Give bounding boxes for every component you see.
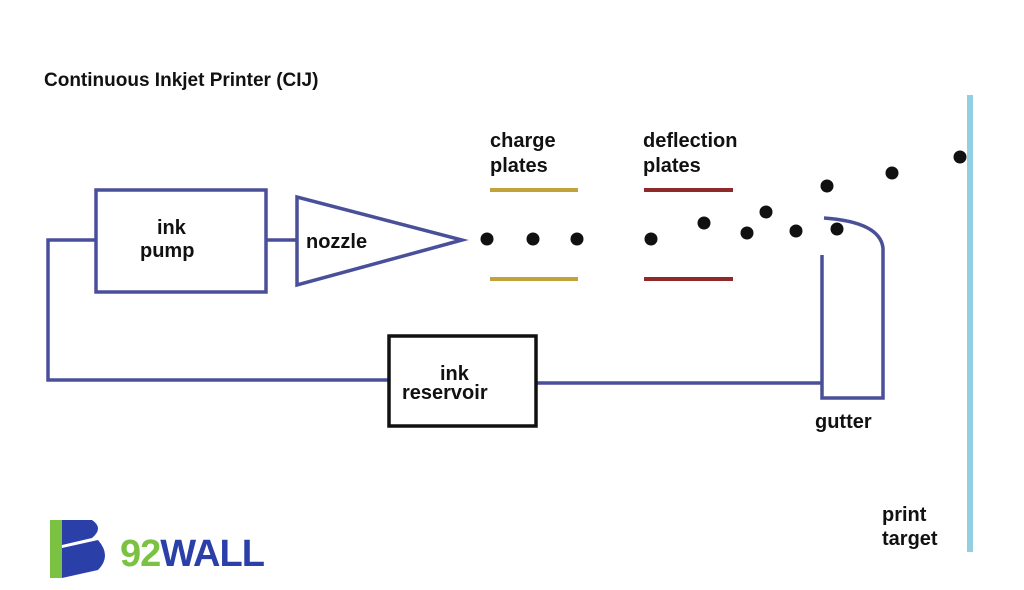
gutter-shape xyxy=(820,216,885,400)
print-target-label-2: target xyxy=(882,528,938,550)
droplet xyxy=(885,166,899,180)
logo-text: 92WALL xyxy=(120,533,265,575)
ink-reservoir-box xyxy=(387,334,538,428)
nozzle-shape xyxy=(295,194,469,288)
diagram-title: Continuous Inkjet Printer (CIJ) xyxy=(44,70,318,91)
watermark-logo: 92WALL xyxy=(50,520,266,578)
print-target-label-1: print xyxy=(882,504,927,526)
droplet xyxy=(740,226,754,240)
deflection-plates-label-1: deflection xyxy=(643,130,737,152)
gutter-label: gutter xyxy=(815,411,872,433)
logo-upper-arc xyxy=(62,520,98,545)
droplet xyxy=(759,205,773,219)
ink-pump-label-1: ink xyxy=(157,217,187,239)
plates xyxy=(490,188,733,281)
ink-pump-box xyxy=(94,188,268,294)
droplet xyxy=(644,232,658,246)
deflection-plates-label-2: plates xyxy=(643,155,701,177)
logo-bar xyxy=(50,520,62,578)
droplet xyxy=(830,222,844,236)
ink-droplets xyxy=(480,150,967,246)
labels: ink pump nozzle charge plates deflection… xyxy=(140,130,938,550)
droplet xyxy=(480,232,494,246)
nozzle-label: nozzle xyxy=(306,231,367,253)
return-pipe xyxy=(46,238,389,382)
ink-pump-label-2: pump xyxy=(140,240,194,262)
charge-plates-label-2: plates xyxy=(490,155,548,177)
droplet xyxy=(526,232,540,246)
droplet xyxy=(789,224,803,238)
ink-pipes xyxy=(46,188,885,400)
droplet xyxy=(820,179,834,193)
droplet xyxy=(697,216,711,230)
charge-plates-label-1: charge xyxy=(490,130,556,152)
logo-lower-arc xyxy=(62,540,105,578)
droplet xyxy=(570,232,584,246)
ink-reservoir-label-1: ink xyxy=(440,363,470,385)
droplet xyxy=(953,150,967,164)
ink-reservoir-label-2: reservoir xyxy=(402,382,488,404)
